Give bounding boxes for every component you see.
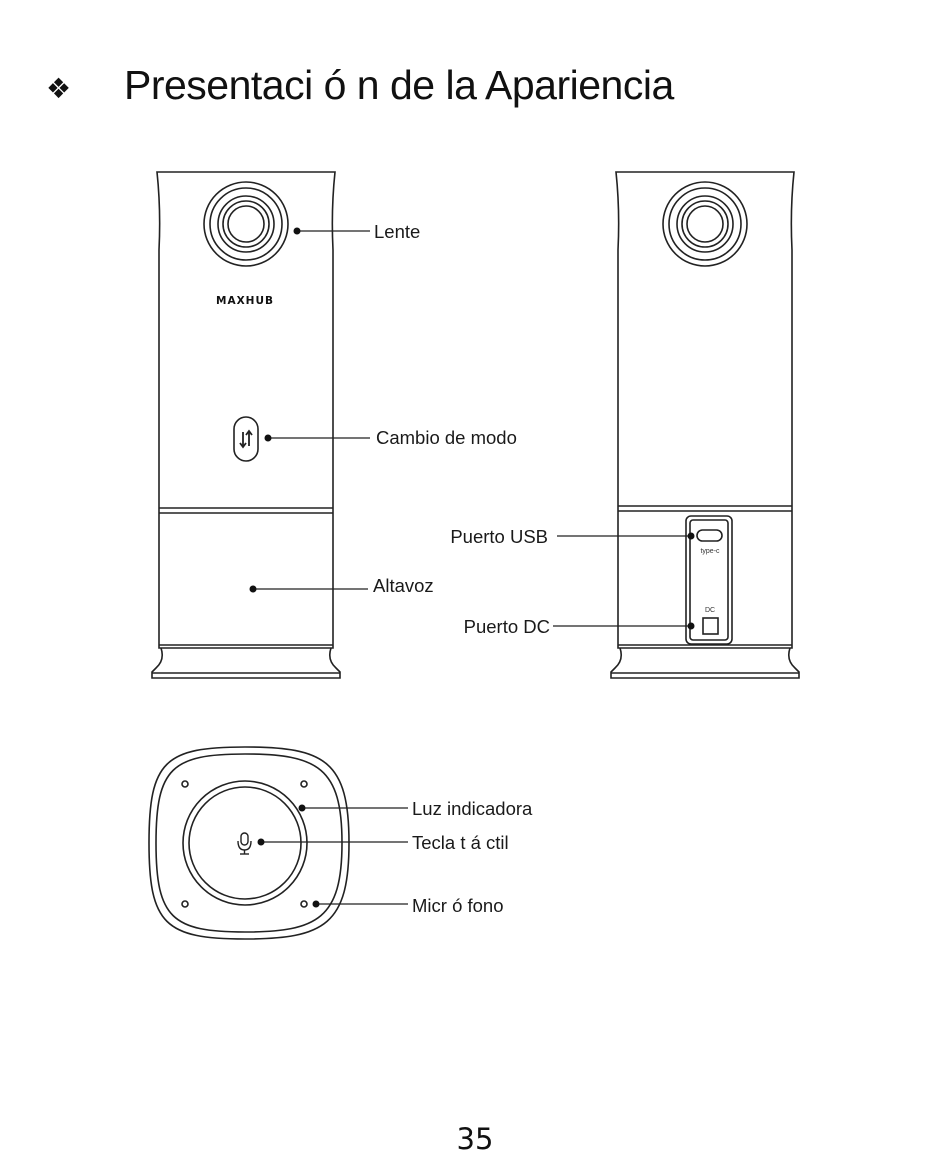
label-dc-port: Puerto DC <box>464 616 550 637</box>
label-touch-key: Tecla t á ctil <box>412 832 509 853</box>
front-view-device <box>151 171 341 679</box>
usb-typec-port <box>696 529 723 542</box>
dc-port-label: DC <box>705 607 715 614</box>
label-microphone: Micr ó fono <box>412 895 504 916</box>
leader-lines <box>253 230 691 905</box>
label-indicator-light: Luz indicadora <box>412 798 533 819</box>
label-usb-port: Puerto USB <box>450 526 548 547</box>
back-view-device <box>610 171 800 679</box>
mic-hole <box>181 900 189 908</box>
mode-switch-icon <box>239 429 253 449</box>
back-lens <box>662 181 748 267</box>
label-lens: Lente <box>374 221 420 242</box>
title-bullet: ❖ <box>46 72 72 105</box>
typec-port-label: type-c <box>700 548 720 555</box>
front-lens <box>203 181 289 267</box>
page-number: 35 <box>456 1122 494 1156</box>
dc-port <box>702 617 719 635</box>
mic-hole <box>181 780 189 788</box>
label-mode-switch: Cambio de modo <box>376 427 517 448</box>
port-panel <box>685 515 733 645</box>
touch-ring <box>182 780 308 906</box>
page-title: Presentaci ó n de la Apariencia <box>124 62 674 108</box>
leader-dots <box>249 227 695 908</box>
brand-logo: MAXHUB <box>216 295 274 307</box>
mic-hole <box>300 780 308 788</box>
microphone-icon <box>237 832 252 855</box>
label-speaker: Altavoz <box>373 575 434 596</box>
mic-hole <box>300 900 308 908</box>
top-view-device <box>148 746 350 940</box>
mode-switch-button <box>233 416 259 462</box>
